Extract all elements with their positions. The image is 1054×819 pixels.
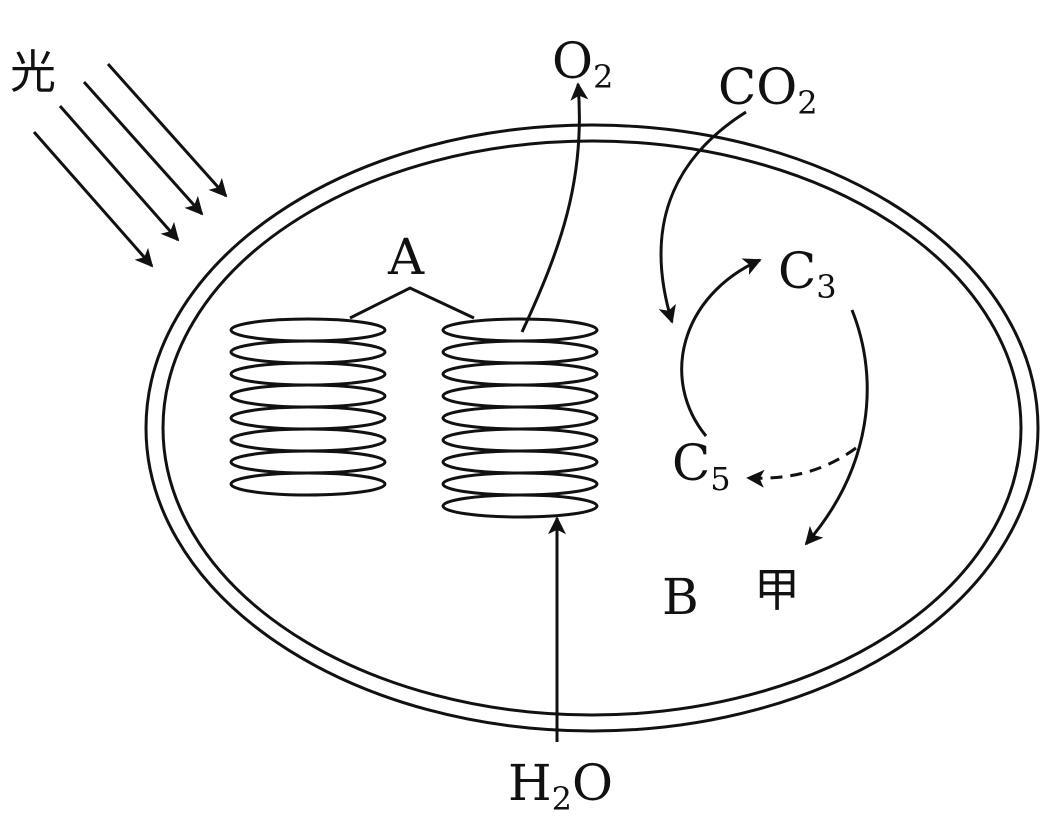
granum-bracket — [349, 286, 475, 320]
label-c5: C5 — [672, 434, 731, 498]
thylakoid-disk — [229, 361, 387, 387]
label-h2o-h: H — [508, 754, 552, 812]
light-ray — [106, 63, 228, 198]
thylakoid-disk — [441, 493, 599, 519]
label-co2-sub: 2 — [797, 84, 817, 122]
thylakoid-disk — [441, 383, 599, 409]
label-c3: C3 — [778, 242, 837, 306]
c3-to-jia-arrow — [804, 309, 869, 546]
thylakoid-disk — [229, 471, 387, 497]
thylakoid-disk — [229, 339, 387, 365]
label-c3-sub: 3 — [816, 268, 836, 306]
thylakoid-disk — [441, 427, 599, 453]
thylakoid-disk — [229, 449, 387, 475]
thylakoid-disk — [441, 361, 599, 387]
label-c3-main: C — [778, 242, 816, 300]
label-a: A — [387, 228, 425, 286]
thylakoid-disk — [229, 317, 387, 343]
o2-release-arrow — [520, 82, 589, 333]
c5-to-c3-arrow — [680, 258, 762, 437]
light-ray — [58, 105, 180, 242]
label-o2: O2 — [552, 32, 613, 96]
granum-right — [441, 317, 599, 519]
label-jia: 甲 — [754, 563, 800, 617]
thylakoid-disk — [441, 405, 599, 431]
light-rays — [32, 63, 228, 268]
light-ray — [82, 81, 204, 216]
thylakoid-disk — [229, 383, 387, 409]
thylakoid-disk — [441, 339, 599, 365]
label-c5-main: C — [672, 434, 710, 492]
label-co2: CO2 — [718, 58, 818, 122]
label-h2o-o: O — [572, 754, 613, 812]
regeneration-dashed-arrow — [746, 446, 857, 488]
label-co2-main: CO — [718, 58, 797, 116]
outer-membrane — [144, 123, 1040, 733]
co2-entry-arrow — [658, 110, 747, 324]
inner-membrane — [161, 139, 1023, 717]
thylakoid-disk — [229, 427, 387, 453]
label-h2o-sub: 2 — [552, 780, 572, 814]
granum-left — [229, 317, 387, 497]
light-ray — [32, 131, 154, 268]
label-b: B — [662, 568, 699, 626]
thylakoid-disk — [441, 317, 599, 343]
label-light: 光 — [10, 45, 56, 99]
label-o2-sub: 2 — [593, 58, 613, 96]
thylakoid-disk — [229, 405, 387, 431]
thylakoid-disk — [441, 449, 599, 475]
label-o2-main: O — [552, 32, 593, 90]
label-c5-sub: 5 — [710, 460, 730, 498]
label-h2o: H2O — [508, 754, 613, 814]
thylakoid-disk — [441, 471, 599, 497]
